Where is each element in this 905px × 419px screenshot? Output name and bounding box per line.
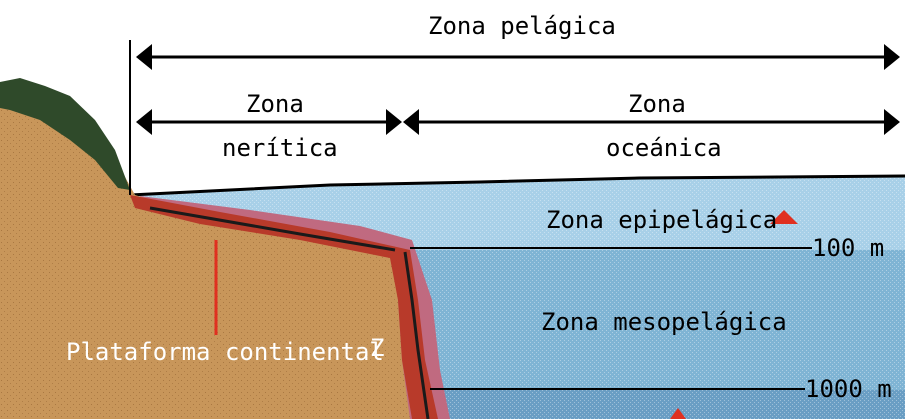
shelf-edge-line [149, 206, 396, 252]
depth-1000-label: 1000 m [805, 375, 892, 403]
shelf-sediment [130, 195, 438, 419]
mesopelagic-zone-label: Zona mesopelágica [541, 308, 787, 336]
epipelagic-zone-label: Zona epipelágica [546, 206, 778, 234]
sea-surface-line [129, 174, 905, 197]
epipelagic-marker [770, 210, 798, 224]
oceanic-zone-label-line2: oceánica [606, 134, 722, 162]
water-dither [130, 176, 905, 419]
land-texture [0, 90, 410, 419]
neritic-zone-label-line1: Zona [246, 90, 304, 118]
continental-shelf-label: Plataforma continental [66, 338, 384, 366]
depth-100-label: 100 m [812, 234, 885, 262]
oceanic-zone-arrow [403, 109, 900, 135]
slope-edge-line [403, 251, 430, 419]
deep-zone-marker [670, 408, 686, 419]
neritic-zone-label-line2: nerítica [222, 134, 338, 162]
pelagic-zone-label: Zona pelágica [428, 12, 616, 40]
pelagic-zone-arrow [136, 44, 900, 70]
oceanic-zone-label-line1: Zona [628, 90, 686, 118]
slope-partial-label: Z [370, 334, 385, 362]
coastal-vegetation [0, 78, 130, 190]
neritic-zone-arrow [136, 109, 402, 135]
